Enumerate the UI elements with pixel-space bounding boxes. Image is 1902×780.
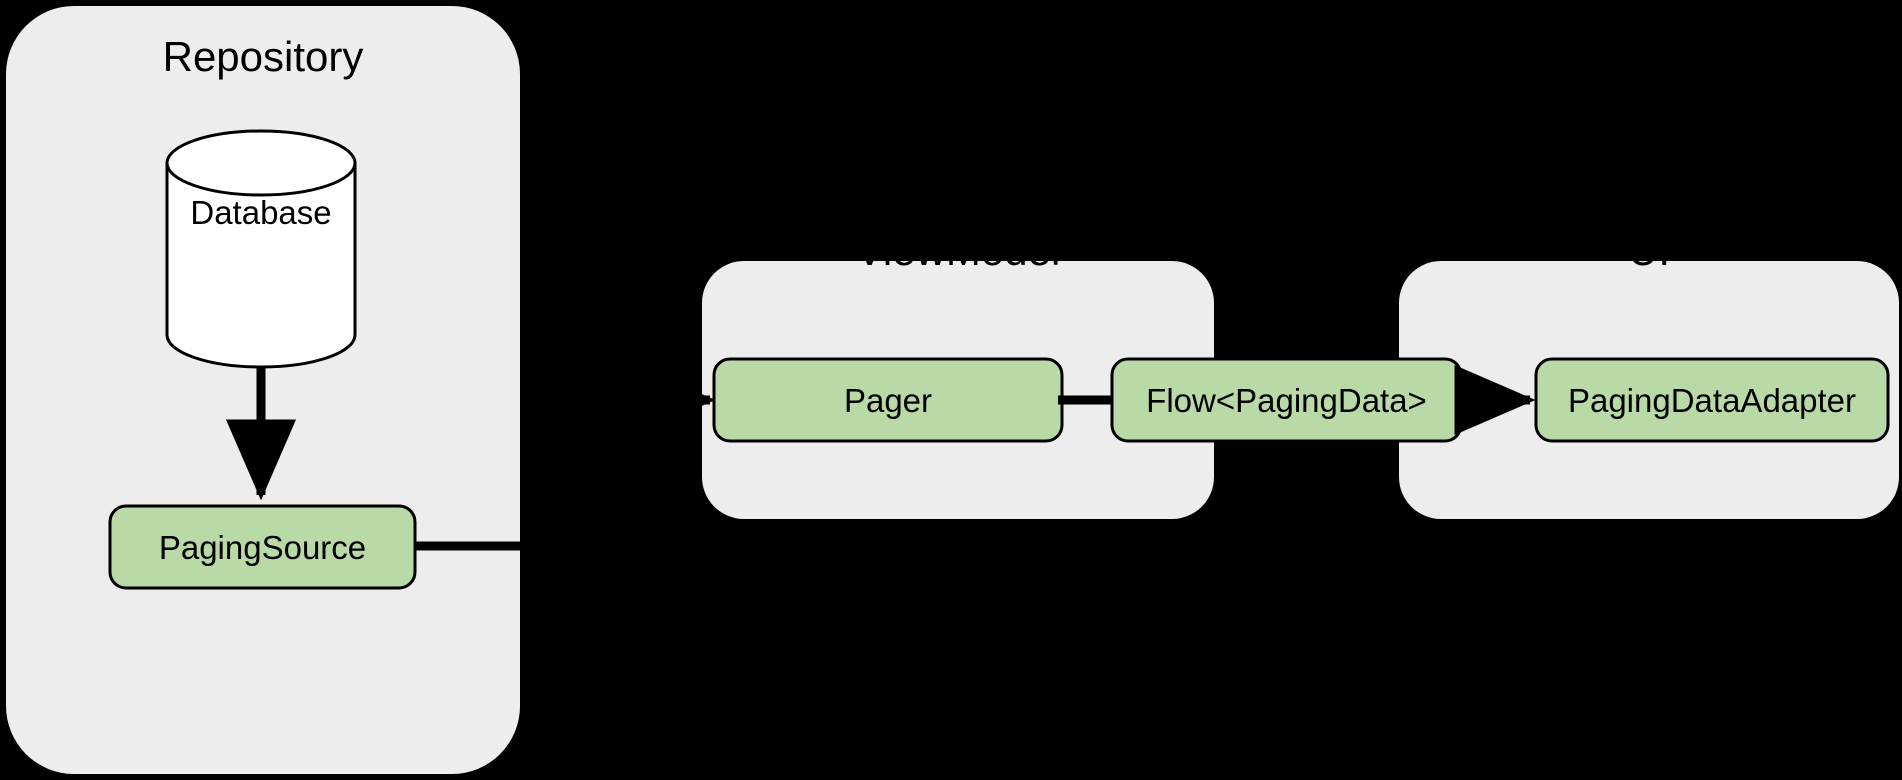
- node-pagingsource-label[interactable]: PagingSource: [158, 528, 367, 566]
- panel-viewmodel-label: ViewModel: [855, 227, 1061, 274]
- node-database-cylinder-top: [165, 129, 357, 197]
- panel-repository-label: Repository: [162, 33, 364, 80]
- node-pagingdataadapter-box[interactable]: [1534, 357, 1890, 443]
- panel-ui-label: UI: [1628, 227, 1670, 274]
- node-pagingdataadapter-label[interactable]: PagingDataAdapter: [1567, 381, 1857, 419]
- node-database-cylinder-body: [165, 161, 357, 369]
- node-database-label: Database: [190, 194, 332, 231]
- node-pagingsource-box[interactable]: [108, 504, 417, 590]
- node-pager-label[interactable]: Pager: [843, 381, 933, 419]
- node-flow-label[interactable]: Flow<PagingData>: [1146, 381, 1427, 419]
